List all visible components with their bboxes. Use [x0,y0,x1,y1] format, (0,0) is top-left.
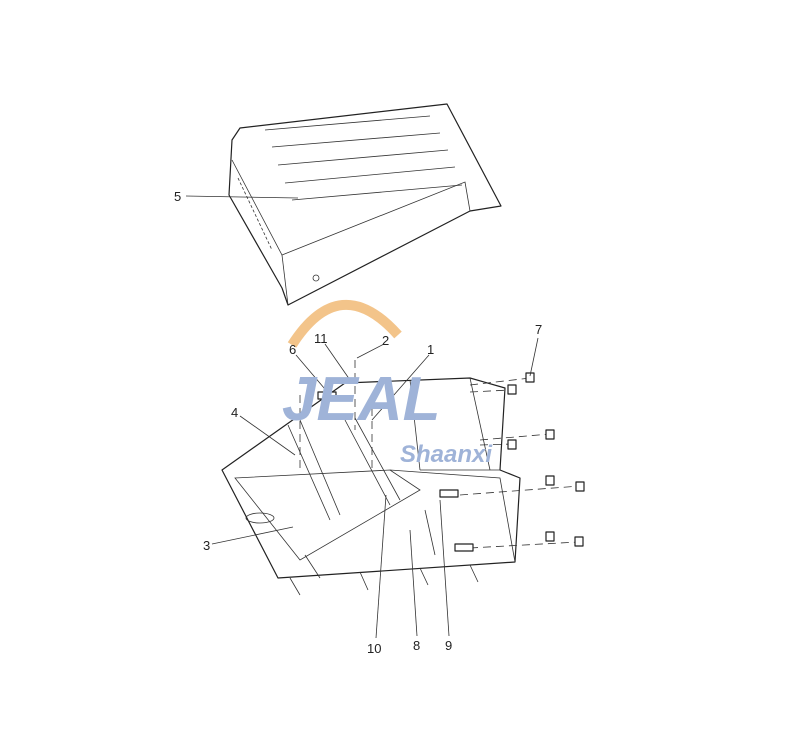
part-label-6: 6 [289,342,296,357]
watermark-region-text: Shaanxi [400,441,493,468]
part-label-8: 8 [413,638,420,653]
part-label-3: 3 [203,538,210,553]
leader-lines [185,195,539,639]
part-label-9: 9 [445,638,452,653]
part-label-2: 2 [382,333,389,348]
part-label-7: 7 [535,322,542,337]
watermark-logo: JEAL Shaanxi [282,299,493,468]
part-label-10: 10 [367,641,381,656]
part-label-11: 11 [314,331,328,346]
cover-panel [228,103,502,306]
mounting-frame [221,377,521,596]
watermark-logo-text: JEAL [282,365,440,434]
part-label-1: 1 [427,342,434,357]
fastener-axes [299,360,585,552]
part-label-4: 4 [231,405,238,420]
part-label-5: 5 [174,189,181,204]
